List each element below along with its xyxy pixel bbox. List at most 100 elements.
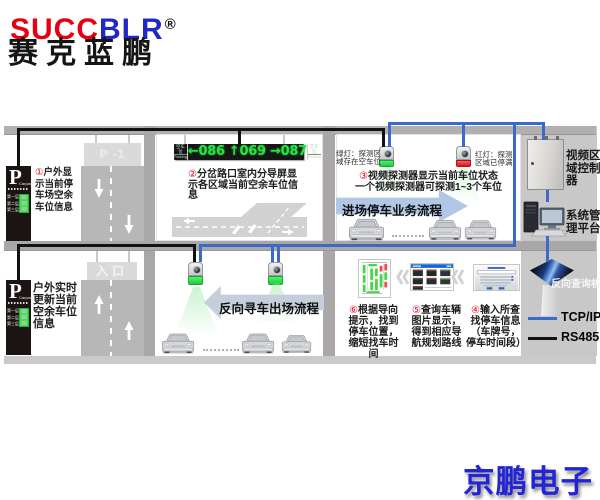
parking-sign-led-counter: 88 88 88 (19, 194, 29, 213)
camera-body (456, 146, 471, 160)
legend-rs485-label: RS485 (561, 330, 600, 344)
video-detector-green (379, 146, 394, 170)
outbound-flow-title: 反向寻车出场流程 (219, 302, 320, 316)
parking-sign-led-counter: 88 88 88 (19, 308, 29, 327)
car-icon (161, 330, 195, 360)
camera-green-light (379, 160, 394, 167)
tcpip-drop-cabinet (542, 122, 545, 140)
red-light-note: 红灯：探测区域已停满 (475, 150, 513, 167)
camera-lens-icon (461, 150, 468, 157)
caption-step4: ④输入所查找停车信息（车牌号，停车时间段） (466, 305, 526, 350)
tcpip-cable-lower (199, 244, 516, 247)
camera-body (188, 262, 203, 276)
sign-hanger (128, 135, 130, 144)
camera-body (379, 146, 394, 160)
cabinet-knob (556, 136, 559, 140)
tcpip-cable (388, 122, 545, 125)
car-icon (428, 217, 462, 246)
legend-rs485-line (528, 337, 557, 341)
car-icon (348, 216, 385, 246)
car-icon (241, 330, 275, 360)
empty-spot-marker (203, 349, 239, 351)
parking-p-letter: P (9, 165, 22, 189)
tcpip-drop-camera1 (199, 244, 202, 262)
sign-hanger (96, 251, 98, 262)
up-arrow-icon (94, 295, 104, 314)
tcpip-drop-green-camera (388, 122, 391, 147)
road-entrance (81, 280, 144, 356)
car-icon (464, 217, 497, 246)
led-tag-en: Parking (174, 155, 187, 160)
floor-count: 88 (21, 207, 27, 213)
camera-lens-icon (193, 266, 200, 273)
tcpip-drop-camera2 (271, 244, 274, 262)
rs485-cable-drop-psign (17, 128, 20, 166)
floor-label: 第一层 (7, 194, 19, 199)
parking-sign-floor-labels: 第一层 第二层 第三层 (7, 194, 19, 214)
camera-body (268, 262, 283, 276)
kiosk-stand (541, 285, 559, 316)
rs485-cable-drop-camera (382, 128, 385, 147)
camera-green-light (188, 276, 203, 285)
camera-lens-icon (384, 150, 391, 157)
led-tag-right: 空车位 Parking (306, 144, 321, 160)
brand-logo-succ: SUCC (10, 13, 100, 46)
watermark: 京鹏电子 (463, 463, 594, 499)
tcpip-drop-red-camera (462, 122, 465, 147)
video-detector-red (456, 146, 471, 170)
note-video-detector: ③视频探测器显示当前车位状态一个视频探测器可探测1~3个车位 (355, 171, 502, 193)
floor-label: 第二层 (7, 200, 19, 206)
parking-sign-caption-strip (8, 188, 29, 190)
led-tag-cn: 空车位 (174, 144, 187, 156)
inbound-flow-title: 进场停车业务流程 (342, 204, 443, 218)
outdoor-parking-sign-2: P Carpark 第一层 第二层 第三层 88 88 88 (6, 279, 34, 355)
intersection-road-graphic (172, 203, 307, 237)
led-tag-cn: 空车位 (307, 144, 321, 156)
registered-trademark-icon: ® (164, 16, 177, 33)
rs485-cable-drop-led (238, 128, 241, 145)
brand-logo-chinese: 赛克蓝鹏 (8, 37, 160, 70)
rs485-cable (17, 128, 385, 131)
note-outdoor-realtime: 户外实时更新当前空余车位信息 (33, 282, 77, 330)
road-entrance-centerline (110, 280, 112, 356)
rs485-cable-lower (17, 244, 196, 247)
screenshot-vehicle-photos (410, 263, 454, 291)
cabinet-knob (534, 136, 537, 140)
floor-count: 88 (21, 321, 27, 327)
video-area-controller (527, 136, 564, 190)
parking-sign-floor-labels: 第一层 第二层 第三层 (7, 308, 19, 328)
legend-tcp-label: TCP/IP (561, 310, 600, 324)
parking-sign-subtext: Carpark (19, 295, 34, 300)
sign-hanger (128, 251, 130, 262)
up-arrow-icon (124, 321, 134, 340)
tcpip-drop-camera2b (277, 244, 280, 262)
finder-camera-2 (268, 262, 283, 286)
cabinet-keyhole-icon (531, 162, 534, 165)
left-chevrons-icon (451, 269, 465, 285)
left-chevrons-icon (396, 269, 410, 285)
entrance-sign: 入口 (87, 262, 137, 280)
level-sign: P -1 (84, 143, 141, 166)
note-indoor-display: ②分岔路口室内分导屏显示各区域当前空余车位信息 (188, 169, 298, 202)
tcpip-riser (513, 122, 516, 247)
down-arrow-icon (124, 215, 134, 234)
rs485-drop-camera1 (193, 244, 196, 262)
road-p1 (81, 166, 144, 241)
screenshot-parking-map (358, 259, 391, 298)
car-icon (281, 331, 312, 360)
bottom-floor-bar (4, 356, 596, 364)
tcpip-computer-kiosk (546, 236, 549, 262)
controller-label: 视频区域控制器 (566, 150, 600, 187)
led-guidance-display: 空车位 Parking ←086 ↑069 →087 空车位 Parking (174, 144, 321, 160)
parking-p-letter: P (9, 279, 22, 303)
brand-logo-blr: BLR (99, 13, 164, 46)
camera-red-light (456, 160, 471, 167)
kiosk-label: 反向查询机 (551, 279, 600, 290)
platform-label: 系统管理平台 (566, 210, 600, 235)
screenshot-query-form (473, 264, 520, 291)
legend-tcp-line (528, 317, 557, 320)
floor-label: 第三层 (7, 207, 19, 212)
down-arrow-icon (94, 179, 104, 198)
camera-green-light (268, 276, 283, 285)
